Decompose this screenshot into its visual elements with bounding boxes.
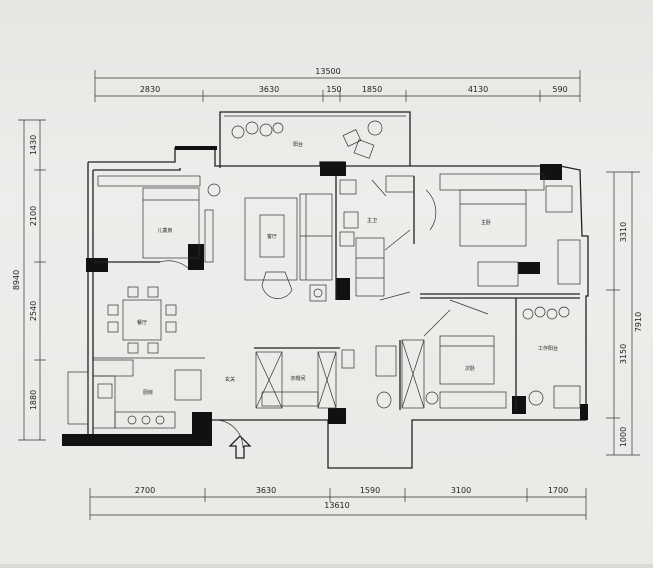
wall-columns bbox=[62, 146, 588, 446]
dim-right-seg-1: 3310 bbox=[619, 222, 628, 242]
work-balcony bbox=[522, 306, 581, 409]
room-label-kids-room: 儿童房 bbox=[157, 227, 172, 234]
dim-top-seg-4: 1850 bbox=[362, 85, 382, 94]
room-label-living-room: 客厅 bbox=[267, 233, 277, 240]
dim-top-total: 13500 bbox=[315, 67, 340, 76]
dim-right-seg-3: 1000 bbox=[619, 427, 628, 447]
room-label-second-bedroom: 次卧 bbox=[465, 365, 475, 372]
master-bedroom bbox=[425, 173, 581, 287]
room-label-balcony: 阳台 bbox=[293, 141, 303, 148]
balcony-chairs bbox=[342, 120, 383, 159]
dim-bottom-total: 13610 bbox=[324, 501, 349, 510]
balcony-plants bbox=[231, 121, 284, 139]
entry-arrow bbox=[214, 419, 252, 459]
dim-left-total: 8940 bbox=[12, 270, 21, 290]
dining-set bbox=[107, 286, 177, 354]
bottom-dimension-lines bbox=[89, 488, 587, 520]
master-bath bbox=[335, 175, 415, 300]
room-label-master-bedroom: 主卧 bbox=[481, 219, 491, 226]
kitchen bbox=[67, 357, 205, 429]
dim-top-seg-2: 3630 bbox=[259, 85, 279, 94]
dim-bottom-seg-5: 1700 bbox=[548, 486, 568, 495]
living-room-furniture bbox=[244, 193, 333, 302]
dim-left-seg-2: 2100 bbox=[29, 206, 38, 226]
kids-room bbox=[93, 175, 221, 269]
dim-top-seg-6: 590 bbox=[552, 85, 567, 94]
dim-top-seg-5: 4130 bbox=[468, 85, 488, 94]
dim-bottom-seg-2: 3630 bbox=[256, 486, 276, 495]
second-bedroom bbox=[423, 299, 507, 409]
second-bath bbox=[375, 339, 425, 409]
room-label-kitchen: 厨房 bbox=[143, 389, 153, 396]
interior-walls bbox=[254, 229, 580, 412]
dim-top-seg-1: 2830 bbox=[140, 85, 160, 94]
balcony-outline bbox=[219, 111, 411, 168]
room-label-work-balcony: 工作阳台 bbox=[538, 345, 558, 352]
dim-left-seg-4: 1880 bbox=[29, 390, 38, 410]
dim-right-seg-2: 3150 bbox=[619, 344, 628, 364]
room-label-foyer: 玄关 bbox=[225, 376, 235, 383]
dim-left-seg-3: 2540 bbox=[29, 301, 38, 321]
dim-bottom-seg-3: 1590 bbox=[360, 486, 380, 495]
outer-walls bbox=[62, 147, 589, 469]
room-label-master-bath: 主卫 bbox=[367, 217, 377, 224]
room-label-cloakroom: 衣帽间 bbox=[290, 375, 305, 382]
dim-top-seg-3: 150 bbox=[326, 85, 341, 94]
dim-left-seg-1: 1430 bbox=[29, 135, 38, 155]
top-dimension-lines bbox=[94, 70, 581, 102]
cloakroom bbox=[255, 349, 355, 409]
room-label-dining-room: 餐厅 bbox=[137, 319, 147, 326]
dim-bottom-seg-1: 2700 bbox=[135, 486, 155, 495]
right-dimension-lines bbox=[606, 171, 640, 456]
left-dimension-lines bbox=[18, 119, 46, 441]
dim-right-total: 7910 bbox=[634, 312, 643, 332]
dim-bottom-seg-4: 3100 bbox=[451, 486, 471, 495]
